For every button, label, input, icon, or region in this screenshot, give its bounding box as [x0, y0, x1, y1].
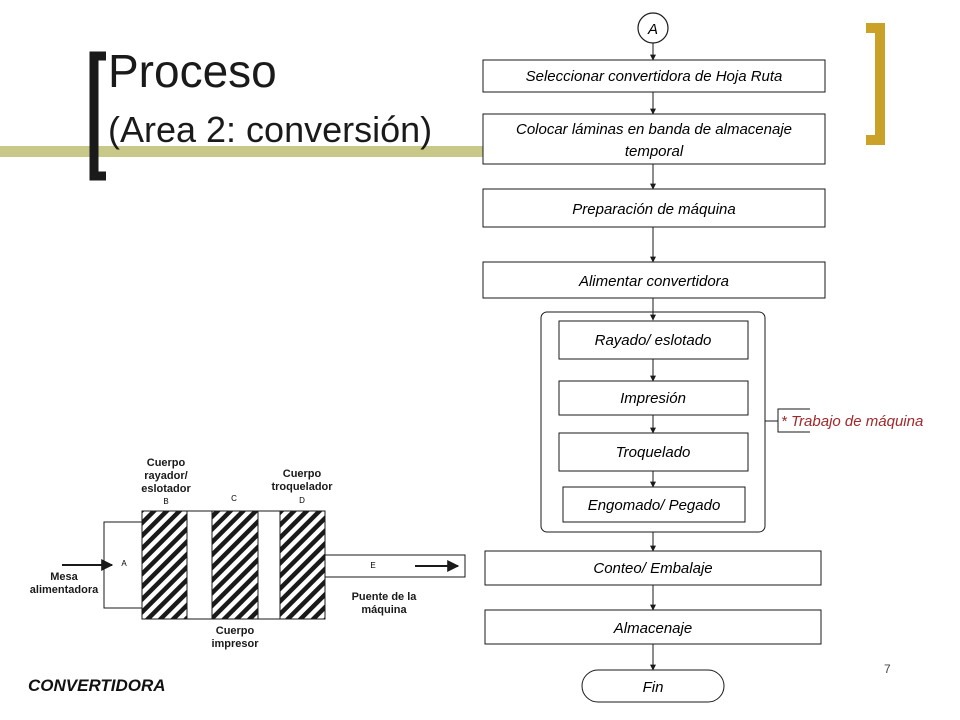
step-label: Preparación de máquina — [572, 201, 735, 218]
die-cut-body — [279, 510, 326, 620]
step-label-line-1: Colocar láminas en banda de almacenaje — [516, 121, 792, 138]
printing-body-label-2: impresor — [211, 638, 259, 650]
feed-table-label-1: Mesa — [50, 571, 78, 583]
bridge-label-2: máquina — [361, 604, 407, 616]
label-C: C — [231, 494, 237, 503]
start-connector-label: A — [647, 21, 658, 38]
page-title: Proceso — [108, 45, 277, 97]
gap-2 — [257, 510, 281, 620]
machine-bridge — [324, 554, 466, 578]
step-label: Troquelado — [616, 444, 691, 461]
end-label: Fin — [643, 679, 664, 696]
bridge-label-1: Puente de la — [352, 591, 418, 603]
step-label: Almacenaje — [613, 620, 692, 637]
step-die-cutting — [558, 432, 749, 472]
step-label: Seleccionar convertidora de Hoja Ruta — [526, 68, 783, 85]
step-storage — [484, 609, 822, 645]
die-cut-body-label-2: troquelador — [271, 481, 333, 493]
label-B: B — [163, 497, 168, 506]
right-bracket — [866, 23, 885, 145]
accent-bar — [0, 146, 484, 157]
machine-work-note: * Trabajo de máquina — [781, 413, 923, 430]
label-A: A — [121, 559, 127, 568]
step-counting-packing — [484, 550, 822, 586]
printing-body-label-1: Cuerpo — [216, 625, 255, 637]
step-place-sheets — [482, 113, 826, 165]
note-bracket — [765, 408, 810, 422]
step-scoring-slotting — [558, 320, 749, 360]
step-machine-prep — [482, 188, 826, 228]
step-label: Impresión — [620, 390, 686, 407]
step-label-line-2: temporal — [625, 143, 684, 160]
printing-body — [211, 510, 259, 620]
feed-table-label-2: alimentadora — [30, 584, 99, 596]
die-cut-body-label-1: Cuerpo — [283, 468, 322, 480]
label-D: D — [299, 496, 305, 505]
scoring-body-label-1: Cuerpo — [147, 457, 186, 469]
page-number: 7 — [884, 662, 891, 676]
step-select-converter — [482, 59, 826, 93]
page-subtitle: (Area 2: conversión) — [108, 109, 433, 150]
step-label: Rayado/ eslotado — [595, 332, 712, 349]
scoring-body-label-3: eslotador — [141, 483, 191, 495]
step-label: Alimentar convertidora — [578, 273, 729, 290]
left-bracket — [89, 51, 106, 181]
step-gluing — [562, 486, 746, 523]
step-label: Engomado/ Pegado — [588, 497, 721, 514]
gap-1 — [186, 510, 213, 620]
diagram-caption: CONVERTIDORA — [28, 676, 166, 695]
scoring-body — [141, 510, 188, 620]
scoring-body-label-2: rayador/ — [144, 470, 187, 482]
step-printing — [558, 380, 749, 416]
label-E: E — [370, 561, 375, 570]
step-label: Conteo/ Embalaje — [593, 560, 712, 577]
end-terminator — [581, 669, 725, 703]
step-feed-converter — [482, 261, 826, 299]
